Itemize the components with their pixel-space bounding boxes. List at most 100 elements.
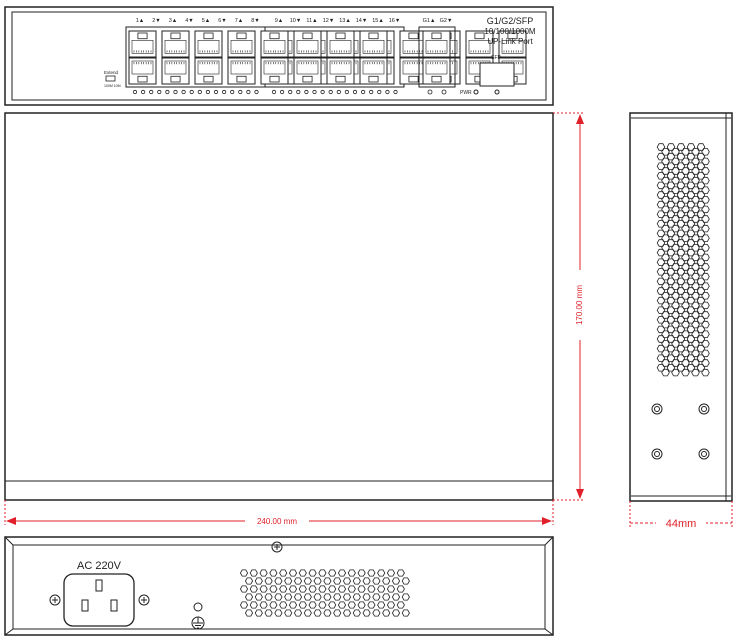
- rj45-port[interactable]: [293, 30, 322, 58]
- vent-hole: [671, 215, 680, 223]
- vent-hole: [691, 157, 700, 166]
- pwr-led: [473, 89, 479, 95]
- vent-hole: [661, 359, 670, 367]
- vent-hole: [681, 340, 690, 348]
- port-number-label: 13▲: [339, 18, 351, 24]
- rj45-port[interactable]: [227, 30, 256, 58]
- rj45-port[interactable]: [128, 30, 157, 58]
- vent-hole: [352, 609, 361, 617]
- vent-hole: [701, 330, 710, 338]
- vent-hole: [701, 311, 710, 319]
- vent-hole: [337, 585, 347, 593]
- vent-hole: [691, 148, 700, 156]
- vent-hole: [323, 593, 332, 601]
- sfp-label: SFP: [491, 55, 501, 61]
- rj45-port[interactable]: [260, 30, 289, 58]
- vent-hole: [347, 585, 356, 593]
- rj45-port[interactable]: [260, 57, 289, 85]
- vent-hole: [298, 601, 307, 609]
- vent-hole: [681, 167, 690, 175]
- rj45-port[interactable]: [194, 30, 223, 58]
- port-led: [352, 89, 358, 95]
- vent-hole: [701, 205, 710, 214]
- vent-hole: [671, 272, 680, 281]
- vent-hole: [274, 593, 283, 601]
- extend-modes-label: 100M 10M: [104, 84, 121, 88]
- rj45-port[interactable]: [359, 57, 388, 85]
- vent-hole: [254, 593, 263, 601]
- side-view: [629, 112, 733, 502]
- vent-hole: [671, 340, 680, 348]
- vent-hole: [382, 577, 391, 585]
- vent-hole: [671, 157, 680, 166]
- vent-hole: [671, 263, 680, 271]
- vent-hole: [274, 577, 283, 585]
- power-label: AC 220V: [77, 560, 122, 572]
- vent-hole: [386, 569, 396, 577]
- vent-hole: [671, 244, 680, 252]
- port-led: [312, 89, 317, 95]
- vent-hole: [681, 368, 690, 377]
- vent-hole: [691, 311, 700, 319]
- vent-hole: [279, 585, 288, 593]
- vent-hole: [333, 593, 342, 601]
- vent-hole: [681, 157, 690, 166]
- vent-hole: [328, 569, 337, 577]
- sfp-slot[interactable]: [479, 62, 515, 87]
- port-number-label: 16▼: [389, 18, 401, 24]
- ac-power-inlet[interactable]: [63, 573, 135, 627]
- sfp-led: [494, 89, 500, 95]
- rj45-port[interactable]: [161, 30, 190, 58]
- uplink-port-g1[interactable]: [422, 30, 451, 58]
- vent-hole: [367, 585, 376, 593]
- vent-hole: [284, 609, 293, 617]
- vent-hole: [691, 330, 700, 338]
- vent-hole: [681, 224, 690, 233]
- vent-hole: [701, 224, 710, 233]
- vent-hole: [691, 320, 700, 329]
- rj45-port[interactable]: [465, 30, 494, 58]
- vent-hole: [691, 244, 700, 252]
- port-led: [271, 89, 277, 95]
- vent-hole: [671, 320, 680, 329]
- vent-hole: [661, 263, 670, 271]
- rj45-port[interactable]: [326, 57, 355, 85]
- port-number-label: 2▼: [152, 18, 161, 24]
- vent-hole: [681, 311, 690, 319]
- rj45-port[interactable]: [326, 30, 355, 58]
- vent-hole: [661, 234, 670, 242]
- vent-hole: [298, 569, 307, 577]
- rj45-port[interactable]: [227, 57, 256, 85]
- uplink-led: [441, 89, 447, 95]
- vent-hole: [269, 585, 278, 593]
- vent-hole: [239, 585, 249, 593]
- vent-hole: [342, 609, 352, 617]
- vent-hole: [691, 272, 700, 281]
- vent-hole: [279, 569, 288, 577]
- vent-hole: [328, 585, 337, 593]
- rj45-port[interactable]: [161, 57, 190, 85]
- rear-panel: AC 220V: [4, 536, 554, 636]
- rj45-port[interactable]: [498, 30, 527, 58]
- vent-hole: [264, 577, 273, 585]
- rj45-port[interactable]: [359, 30, 388, 58]
- vent-hole: [362, 593, 371, 601]
- rj45-port[interactable]: [293, 57, 322, 85]
- vent-hole: [701, 196, 710, 204]
- vent-hole: [401, 609, 410, 617]
- vent-hole: [357, 569, 366, 577]
- port-led: [213, 89, 219, 95]
- vent-hole: [347, 569, 356, 577]
- port-led: [149, 89, 154, 95]
- vent-hole: [681, 359, 690, 367]
- rj45-port[interactable]: [128, 57, 157, 85]
- extend-switch[interactable]: [105, 75, 116, 82]
- rj45-port[interactable]: [194, 57, 223, 85]
- port-number-label: 11▲: [306, 18, 317, 24]
- uplink-title-line-3: UP-Link Port: [487, 37, 533, 46]
- uplink-port-g2[interactable]: [422, 57, 451, 85]
- vent-hole: [691, 292, 700, 300]
- port-number-label: 8▼: [251, 18, 260, 24]
- vent-hole: [352, 593, 361, 601]
- vent-hole: [303, 593, 312, 601]
